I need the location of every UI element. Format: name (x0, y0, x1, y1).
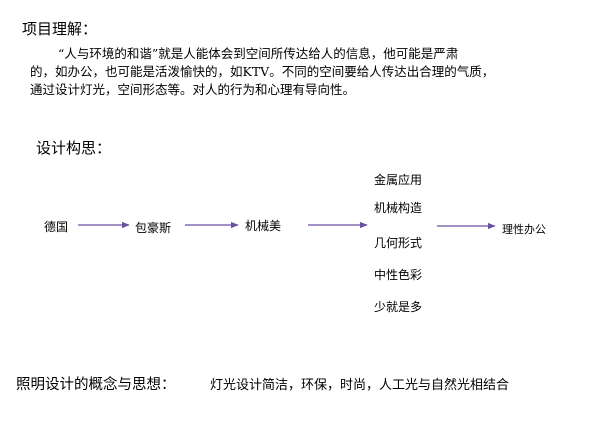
flow-node-machine-beauty: 机械美 (245, 219, 282, 233)
branch-neutral-color: 中性色彩 (374, 268, 423, 282)
flow-node-rational-office: 理性办公 (502, 223, 546, 236)
branch-geometric-form: 几何形式 (374, 236, 423, 250)
branch-mechanical-structure: 机械构造 (374, 201, 423, 215)
flow-node-germany: 德国 (44, 220, 69, 234)
section-title-design-concept: 设计构思： (36, 139, 112, 157)
lighting-concept-label: 照明设计的概念与思想： (16, 377, 176, 393)
branch-less-is-more: 少就是多 (374, 300, 423, 314)
lighting-concept-text: 灯光设计简洁，环保，时尚，人工光与自然光相结合 (210, 378, 510, 393)
paragraph-line-2: 的，如办公，也可能是活泼愉快的，如KTV。不同的空间要给人传达出合理的气质， (30, 64, 495, 79)
branch-metal-application: 金属应用 (374, 173, 423, 187)
paragraph-line-1: “人与环境的和谐”就是人能体会到空间所传达给人的信息，他可能是严肃 (58, 46, 459, 61)
flow-node-bauhaus: 包豪斯 (135, 221, 172, 235)
paragraph-line-3: 通过设计灯光，空间形态等。对人的行为和心理有导向性。 (30, 82, 356, 97)
section-title-understanding: 项目理解： (22, 20, 98, 38)
